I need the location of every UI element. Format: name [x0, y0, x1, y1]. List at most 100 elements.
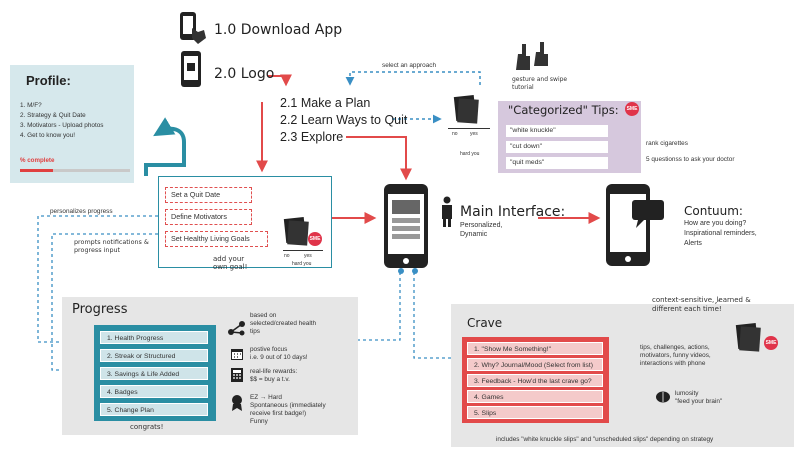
crave-book-stack-icon [735, 323, 761, 352]
profile-progress-fill [20, 169, 53, 172]
crave-title: Crave [467, 316, 503, 330]
main-interface-title: Main Interface: [460, 204, 566, 220]
profile-item: 4. Get to know you! [20, 132, 76, 139]
context-note: context-sensitive, learned & different e… [652, 296, 751, 313]
streak-note: postive focus [250, 346, 288, 353]
tips-no-label: no [452, 131, 458, 137]
tips-book-stack-icon [453, 95, 479, 124]
badges-note: Funny [250, 418, 268, 425]
download-app-label: 1.0 Download App [214, 22, 343, 38]
select-approach-label: select an approach [382, 62, 437, 69]
network-icon [228, 321, 245, 336]
main-phone-icon [384, 184, 428, 268]
brain-icon [656, 391, 670, 403]
define-motivators[interactable]: Define Motivators [165, 209, 252, 225]
step-learn-ways[interactable]: 2.2 Learn Ways to Quit [280, 113, 408, 127]
swipe-line [283, 250, 323, 251]
progress-list: 1. Health Progress 2. Streak or Structur… [94, 325, 216, 421]
progress-item-streak[interactable]: 2. Streak or Structured [100, 349, 208, 362]
contuum-title: Contuum: [684, 204, 743, 218]
congrats-note: congrats! [130, 423, 164, 431]
lumosity-note: lumosity [675, 390, 699, 397]
badges-note: receive first badge!) [250, 410, 307, 417]
arrow-logo-to-plan [268, 74, 292, 87]
arrow-select-approach [345, 71, 481, 86]
main-dot-right [412, 268, 418, 274]
crave-item-feedback[interactable]: 3. Feedback - How'd the last crave go? [467, 374, 603, 387]
logo-label: 2.0 Logo [214, 66, 275, 82]
calendar-icon [231, 349, 243, 360]
profile-title: Profile: [26, 73, 71, 88]
crave-footer-note: includes "white knuckle slips" and "unsc… [496, 436, 714, 443]
arrow-explore-to-main [346, 136, 412, 181]
badges-note: Spontaneous (immediately [250, 402, 326, 409]
progress-item-savings[interactable]: 3. Savings & Life Added [100, 367, 208, 380]
profile-progress-bar [20, 169, 130, 172]
prompts-label: prompts notifications & progress input [74, 238, 149, 254]
sme-badge: SME [308, 232, 322, 246]
profile-panel: Profile: 1. M/F? 2. Strategy & Quit Date… [10, 65, 134, 183]
book-stack-icon [283, 217, 309, 246]
plan-box: Set a Quit Date Define Motivators Set He… [158, 176, 332, 271]
personalizes-label: personalizes progress [50, 208, 113, 215]
hard-you-label: hard you [292, 261, 312, 267]
profile-item: 1. M/F? [20, 102, 42, 109]
yes-label: yes [304, 253, 312, 259]
savings-note: real-life rewards: [250, 368, 298, 375]
logo-phone-icon [181, 51, 201, 87]
tips-swipe-line [448, 128, 490, 129]
tip-item[interactable]: "cut down" [506, 141, 608, 153]
main-dot-left [398, 268, 404, 274]
profile-item: 3. Motivators - Upload photos [20, 122, 104, 129]
person-icon [442, 196, 452, 227]
contuum-line: Inspirational reminders, [684, 230, 757, 237]
tips-sme-badge: SME [625, 102, 639, 116]
rank-cigarettes-note: rank cigarettes [646, 140, 688, 147]
progress-title: Progress [72, 302, 128, 317]
phone-tap-icon [180, 12, 206, 44]
gesture-hands-icon [516, 42, 548, 70]
step-make-plan[interactable]: 2.1 Make a Plan [280, 96, 371, 110]
tips-title: "Categorized" Tips: [508, 103, 619, 117]
crave-item-why[interactable]: 2. Why? Journal/Mood (Select from list) [467, 358, 603, 371]
arrow-plan-to-profile [144, 117, 186, 176]
lumosity-note: "feed your brain" [675, 398, 723, 405]
progress-item-health[interactable]: 1. Health Progress [100, 331, 208, 344]
add-goal-note: add your own goal! [213, 255, 248, 271]
gesture-tutorial-label: gesture and swipe tutorial [512, 76, 568, 91]
tips-panel: "white knuckle" "cut down" "quit meds" [498, 101, 641, 173]
savings-note: $$ = buy a t.v. [250, 376, 290, 383]
health-note: based on selected/created health tips [250, 312, 317, 336]
progress-item-change-plan[interactable]: 5. Change Plan [100, 403, 208, 416]
crave-item-games[interactable]: 4. Games [467, 390, 603, 403]
tip-item[interactable]: "white knuckle" [506, 125, 608, 137]
profile-list: 1. M/F? 2. Strategy & Quit Date 3. Motiv… [20, 101, 103, 141]
crave-item-show-me[interactable]: 1. "Show Me Something!" [467, 342, 603, 355]
no-label: no [284, 253, 290, 259]
set-healthy-goals[interactable]: Set Healthy Living Goals [165, 231, 268, 247]
crave-tips-note: tips, challenges, actions, motivators, f… [640, 344, 711, 368]
calculator-icon [231, 368, 243, 382]
tip-item[interactable]: "quit meds" [506, 157, 608, 169]
main-interface-desc: Dynamic [460, 231, 488, 238]
step-explore[interactable]: 2.3 Explore [280, 130, 344, 144]
contuum-line: How are you doing? [684, 220, 747, 227]
arrow-prompts [51, 233, 158, 374]
contuum-phone-icon [606, 184, 664, 266]
progress-item-badges[interactable]: 4. Badges [100, 385, 208, 398]
badges-note: EZ → Hard [250, 394, 282, 401]
crave-item-slips[interactable]: 5. Slips [467, 406, 603, 419]
percent-complete-label: % complete [20, 157, 55, 164]
crave-list: 1. "Show Me Something!" 2. Why? Journal/… [462, 337, 609, 423]
contuum-line: Alerts [684, 240, 702, 247]
main-interface-desc: Personalized, [460, 222, 503, 229]
questions-note: 5 questionss to ask your doctor [646, 156, 735, 163]
tips-hard-you-label: hard you [460, 151, 480, 157]
streak-note: i.e. 9 out of 10 days! [250, 354, 308, 361]
set-quit-date[interactable]: Set a Quit Date [165, 187, 252, 203]
tips-yes-label: yes [470, 131, 478, 137]
profile-item: 2. Strategy & Quit Date [20, 112, 86, 119]
arrow-main-to-crave [413, 272, 460, 362]
badge-icon [232, 395, 242, 411]
arrow-main-to-progress [350, 272, 401, 344]
